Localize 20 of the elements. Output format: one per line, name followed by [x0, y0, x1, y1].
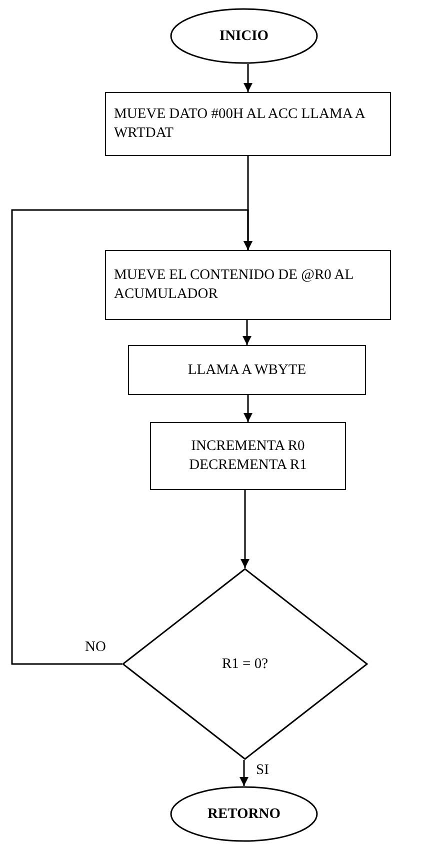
node-text: RETORNO — [207, 804, 281, 824]
process-box — [105, 92, 391, 156]
arrow — [244, 64, 252, 92]
decision-diamond — [122, 568, 368, 760]
arrow — [244, 395, 252, 422]
terminal-ellipse — [170, 8, 318, 64]
process-box — [128, 345, 366, 395]
node-text: MUEVE EL CONTENIDO DE @R0 AL ACUMULADOR — [114, 266, 354, 304]
node-text: MUEVE DATO #00H AL ACC LLAMA A WRTDAT — [114, 105, 366, 143]
arrow — [240, 490, 250, 568]
arrow — [11, 209, 252, 665]
node-text: R1 = 0? — [222, 654, 268, 674]
node-text: INCREMENTA R0 DECREMENTA R1 — [188, 437, 308, 475]
node-text: LLAMA A WBYTE — [188, 360, 306, 380]
node-text: INICIO — [219, 26, 269, 46]
arrow — [240, 760, 248, 786]
terminal-ellipse — [170, 786, 318, 842]
arrow — [242, 320, 252, 345]
process-box — [105, 250, 391, 320]
process-box — [150, 422, 346, 490]
